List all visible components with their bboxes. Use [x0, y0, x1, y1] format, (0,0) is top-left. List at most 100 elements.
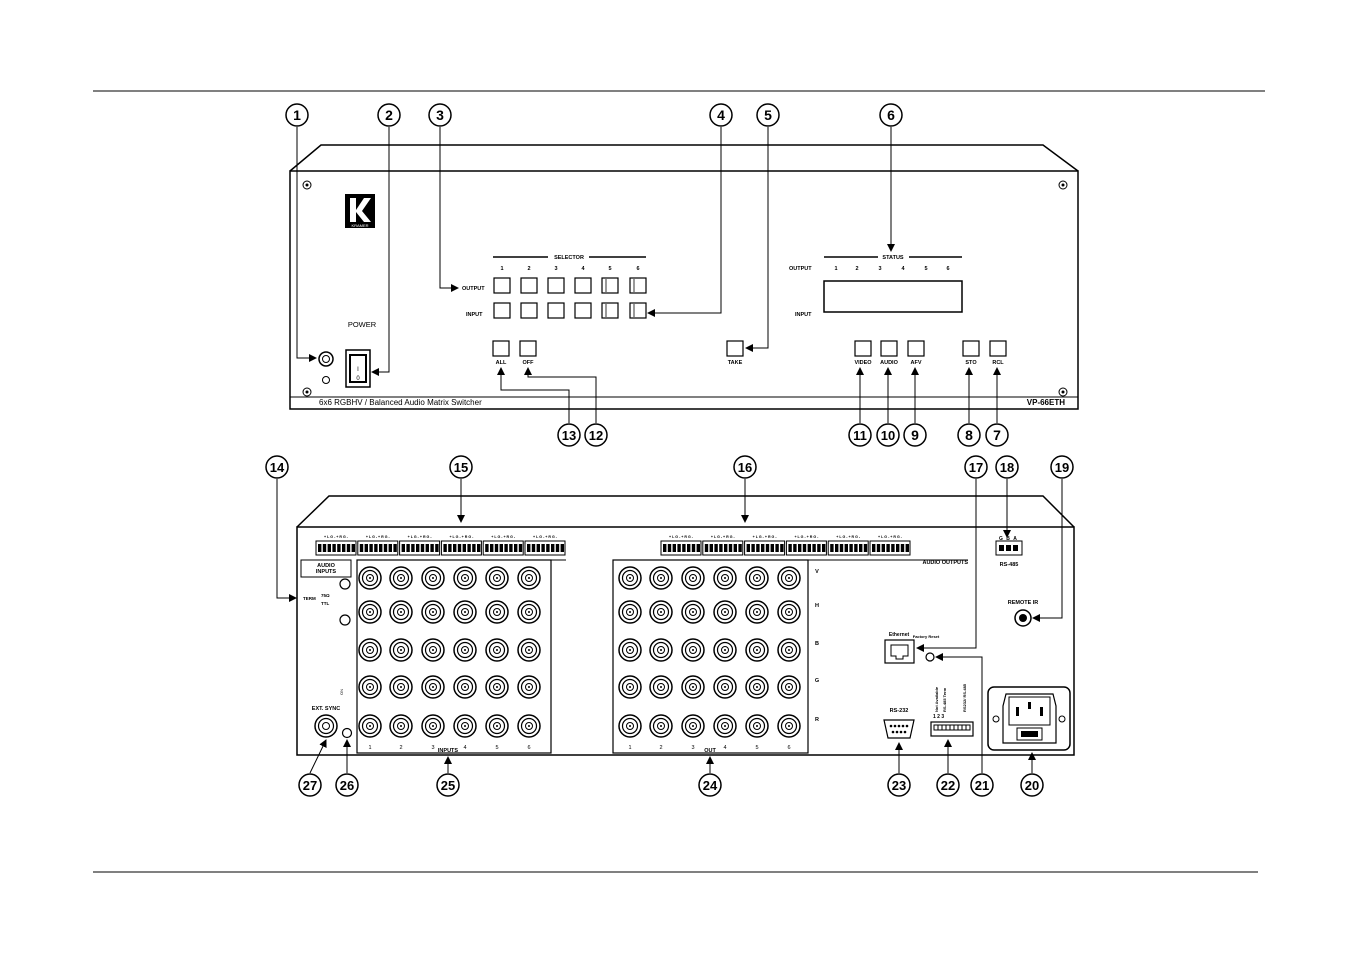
audio-output-terminal-2[interactable]: + L G - + R G - [702, 535, 744, 556]
audio-input-terminal-3[interactable]: + L G - + R G - [399, 535, 441, 556]
afv-button[interactable] [907, 340, 925, 357]
input-bnc-V-4[interactable] [453, 566, 477, 590]
output-button-2[interactable] [520, 277, 538, 294]
input-bnc-B-5[interactable] [485, 638, 509, 662]
audio-output-terminal-1[interactable]: + L G - + R G - [660, 535, 702, 556]
input-bnc-H-4[interactable] [453, 600, 477, 624]
input-bnc-B-1[interactable] [358, 638, 382, 662]
factory-reset-button[interactable] [925, 652, 935, 662]
output-bnc-grid[interactable] [618, 566, 801, 738]
audio-input-terminal-2[interactable]: + L G - + R G - [357, 535, 399, 556]
all-button[interactable] [492, 340, 510, 357]
audio-output-terminal-4[interactable]: + L G - + R G - [785, 535, 827, 556]
audio-input-terminal-6[interactable]: + L G - + R G - [524, 535, 566, 556]
input-bnc-V-1[interactable] [358, 566, 382, 590]
input-bnc-B-4[interactable] [453, 638, 477, 662]
input-bnc-H-6[interactable] [517, 600, 541, 624]
input-bnc-R-1[interactable] [358, 714, 382, 738]
output-bnc-H-5[interactable] [745, 600, 769, 624]
input-bnc-B-2[interactable] [389, 638, 413, 662]
output-bnc-H-6[interactable] [777, 600, 801, 624]
input-bnc-H-1[interactable] [358, 600, 382, 624]
input-bnc-V-5[interactable] [485, 566, 509, 590]
input-bnc-R-4[interactable] [453, 714, 477, 738]
output-bnc-H-1[interactable] [618, 600, 642, 624]
output-bnc-G-6[interactable] [777, 675, 801, 699]
output-bnc-R-6[interactable] [777, 714, 801, 738]
input-bnc-G-3[interactable] [421, 675, 445, 699]
output-bnc-R-5[interactable] [745, 714, 769, 738]
output-bnc-G-3[interactable] [681, 675, 705, 699]
output-bnc-R-3[interactable] [681, 714, 705, 738]
sync-switch[interactable] [341, 727, 353, 739]
output-bnc-B-6[interactable] [777, 638, 801, 662]
output-button-6[interactable] [629, 277, 647, 294]
input-bnc-V-3[interactable] [421, 566, 445, 590]
input-button-6[interactable] [629, 302, 647, 319]
input-bnc-R-5[interactable] [485, 714, 509, 738]
input-bnc-R-6[interactable] [517, 714, 541, 738]
output-button-5[interactable] [601, 277, 619, 294]
term-switch[interactable] [339, 578, 351, 590]
output-bnc-B-2[interactable] [649, 638, 673, 662]
rcl-button[interactable] [989, 340, 1007, 357]
ext-sync-bnc[interactable] [314, 714, 338, 738]
output-bnc-B-3[interactable] [681, 638, 705, 662]
audio-output-terminal-3[interactable]: + L G - + R G - [744, 535, 786, 556]
output-bnc-H-4[interactable] [713, 600, 737, 624]
output-bnc-V-3[interactable] [681, 566, 705, 590]
input-bnc-R-2[interactable] [389, 714, 413, 738]
output-bnc-H-3[interactable] [681, 600, 705, 624]
audio-input-terminal-1[interactable]: + L G - + R G - [315, 535, 357, 556]
ethernet-port[interactable] [884, 639, 915, 664]
audio-input-terminals[interactable]: + L G - + R G -+ L G - + R G -+ L G - + … [315, 535, 566, 556]
audio-output-terminal-5[interactable]: + L G - + R G - [827, 535, 869, 556]
output-bnc-V-6[interactable] [777, 566, 801, 590]
output-bnc-V-4[interactable] [713, 566, 737, 590]
input-bnc-V-2[interactable] [389, 566, 413, 590]
input-bnc-H-3[interactable] [421, 600, 445, 624]
input-bnc-R-3[interactable] [421, 714, 445, 738]
output-button-3[interactable] [547, 277, 565, 294]
input-button-2[interactable] [520, 302, 538, 319]
selector-button-grid[interactable] [493, 277, 647, 319]
output-bnc-B-4[interactable] [713, 638, 737, 662]
rs485-terminal[interactable] [995, 540, 1023, 556]
output-bnc-G-4[interactable] [713, 675, 737, 699]
output-bnc-H-2[interactable] [649, 600, 673, 624]
audio-output-terminal-6[interactable]: + L G - + R G - [869, 535, 911, 556]
audio-output-terminals[interactable]: + L G - + R G -+ L G - + R G -+ L G - + … [660, 535, 911, 556]
input-button-1[interactable] [493, 302, 511, 319]
output-bnc-R-1[interactable] [618, 714, 642, 738]
input-bnc-B-6[interactable] [517, 638, 541, 662]
input-bnc-G-5[interactable] [485, 675, 509, 699]
output-bnc-G-1[interactable] [618, 675, 642, 699]
input-bnc-H-5[interactable] [485, 600, 509, 624]
video-button[interactable] [854, 340, 872, 357]
output-bnc-R-2[interactable] [649, 714, 673, 738]
output-button-1[interactable] [493, 277, 511, 294]
remote-ir-jack[interactable] [1014, 609, 1032, 627]
sto-button[interactable] [962, 340, 980, 357]
output-bnc-G-5[interactable] [745, 675, 769, 699]
input-bnc-grid[interactable] [358, 566, 541, 738]
rs232-port[interactable] [883, 719, 915, 739]
input-button-4[interactable] [574, 302, 592, 319]
output-button-4[interactable] [574, 277, 592, 294]
off-button[interactable] [519, 340, 537, 357]
audio-button[interactable] [880, 340, 898, 357]
take-button[interactable] [726, 340, 744, 357]
input-bnc-H-2[interactable] [389, 600, 413, 624]
output-bnc-R-4[interactable] [713, 714, 737, 738]
output-bnc-B-1[interactable] [618, 638, 642, 662]
input-button-5[interactable] [601, 302, 619, 319]
dip-switch[interactable] [930, 721, 974, 737]
output-bnc-G-2[interactable] [649, 675, 673, 699]
power-inlet[interactable] [987, 686, 1071, 751]
audio-input-terminal-5[interactable]: + L G - + R G - [482, 535, 524, 556]
ttl-switch[interactable] [339, 614, 351, 626]
input-bnc-G-6[interactable] [517, 675, 541, 699]
power-switch[interactable]: I 0 [345, 349, 371, 388]
output-bnc-V-2[interactable] [649, 566, 673, 590]
input-button-3[interactable] [547, 302, 565, 319]
